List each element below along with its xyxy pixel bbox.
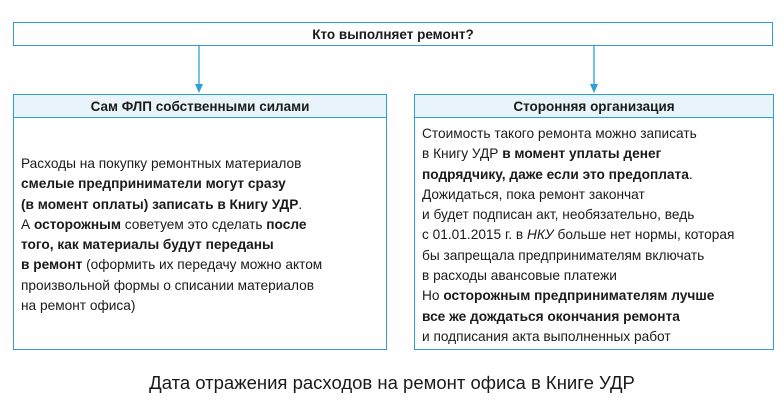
right-title-text: Сторонняя организация — [513, 98, 675, 114]
text-segment: НКУ — [526, 227, 554, 243]
text-segment: Расходы на покупку ремонтных материалов — [21, 156, 302, 171]
text-segment: бы запрещала предпринимателям включать — [422, 247, 705, 263]
text-segment: в Книгу УДР — [422, 146, 503, 162]
text-segment: все же дождаться окончания ремонта — [422, 308, 680, 324]
text-segment: больше нет нормы, которая — [553, 227, 735, 243]
text-line: и будет подписан акт, необязательно, вед… — [422, 205, 734, 225]
text-segment: . — [688, 166, 693, 182]
text-segment: с 01.01.2015 г. в — [422, 227, 527, 243]
text-line: Дожидаться, пока ремонт закончат — [422, 185, 734, 205]
question-box: Кто выполняет ремонт? — [13, 22, 773, 46]
text-segment: на ремонт офиса) — [21, 298, 136, 314]
text-line: в расходы авансовые платежи — [422, 266, 734, 286]
text-line: в ремонт (оформить их передачу можно акт… — [21, 255, 322, 275]
text-segment: А — [21, 216, 34, 232]
left-panel-title: Сам ФЛП собственными силами — [13, 94, 387, 118]
text-segment: и будет подписан акт, необязательно, вед… — [422, 207, 695, 223]
text-line: (в момент оплаты) записать в Книгу УДР. — [21, 195, 322, 215]
text-line: в Книгу УДР в момент уплаты денег — [422, 144, 734, 164]
text-line: все же дождаться окончания ремонта — [422, 307, 734, 327]
question-text: Кто выполняет ремонт? — [312, 26, 474, 42]
text-line: с 01.01.2015 г. в НКУ больше нет нормы, … — [422, 225, 734, 245]
text-line: Расходы на покупку ремонтных материалов — [21, 154, 322, 174]
right-panel — [414, 94, 774, 350]
text-segment: осторожным предпринимателям лучше — [443, 288, 715, 304]
text-segment: советуем это сделать — [120, 216, 267, 232]
text-segment: Но — [422, 288, 444, 304]
text-segment: после — [266, 216, 307, 232]
text-segment: того, как материалы будут переданы — [21, 237, 274, 253]
text-segment: (в момент оплаты) записать в Книгу УДР — [21, 196, 299, 212]
text-line: подрядчику, даже если это предоплата. — [422, 165, 734, 185]
text-line: Но осторожным предпринимателям лучше — [422, 286, 734, 306]
text-line: А осторожным советуем это сделать после — [21, 215, 322, 235]
left-panel-body: Расходы на покупку ремонтных материалов с… — [21, 154, 322, 316]
text-line: бы запрещала предпринимателям включать — [422, 246, 734, 266]
text-segment: и подписания акта выполненных работ — [422, 328, 671, 344]
text-segment: подрядчику, даже если это предоплата — [422, 166, 689, 182]
text-segment: (оформить их передачу можно актом — [82, 257, 323, 273]
right-panel-title: Сторонняя организация — [414, 94, 774, 118]
text-segment: . — [298, 196, 303, 212]
arrow-head-left — [195, 84, 203, 93]
left-title-text: Сам ФЛП собственными силами — [90, 98, 310, 114]
text-line: Стоимость такого ремонта можно записать — [422, 124, 734, 144]
text-segment: в расходы авансовые платежи — [422, 268, 617, 284]
text-line: того, как материалы будут переданы — [21, 235, 322, 255]
text-line: и подписания акта выполненных работ — [422, 327, 734, 347]
right-panel-body: Стоимость такого ремонта можно записать в… — [422, 124, 734, 347]
text-segment: произвольной формы о списании материалов — [21, 277, 315, 293]
text-line: смелые предприниматели могут сразу — [21, 174, 322, 194]
arrow-head-right — [590, 84, 598, 93]
text-segment: в ремонт — [21, 257, 83, 273]
text-segment: Стоимость такого ремонта можно записать — [422, 126, 697, 141]
text-segment: Дожидаться, пока ремонт закончат — [422, 186, 645, 202]
figure-caption: Дата отражения расходов на ремонт офиса … — [149, 372, 635, 393]
left-panel — [13, 94, 387, 350]
text-line: на ремонт офиса) — [21, 296, 322, 316]
text-line: произвольной формы о списании материалов — [21, 276, 322, 296]
text-segment: в момент уплаты денег — [502, 146, 662, 162]
text-segment: смелые предприниматели могут сразу — [21, 176, 286, 192]
text-segment: осторожным — [33, 216, 121, 232]
